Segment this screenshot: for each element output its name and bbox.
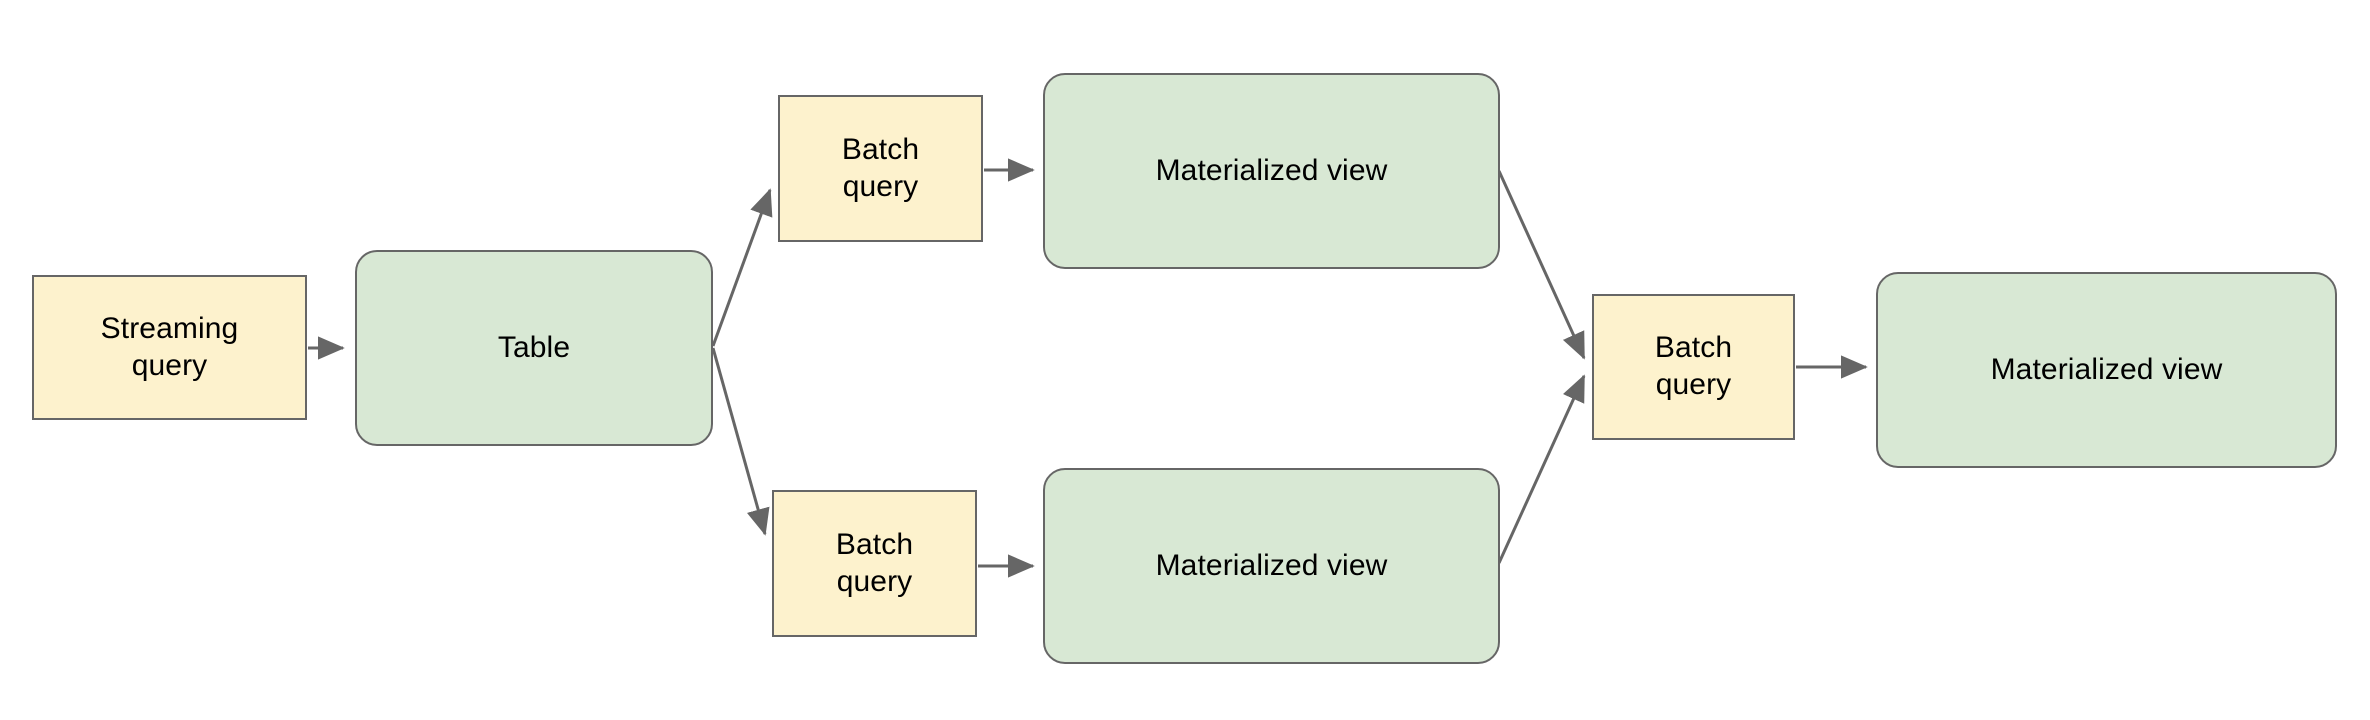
node-streaming-query[interactable]: Streaming query [32,275,307,420]
node-materialized-view-right[interactable]: Materialized view [1876,272,2337,468]
node-materialized-view-bottom[interactable]: Materialized view [1043,468,1500,664]
node-batch-query-top[interactable]: Batch query [778,95,983,242]
node-streaming-query-label: Streaming query [100,311,239,382]
node-materialized-view-bottom-label: Materialized view [1155,548,1388,582]
node-materialized-view-right-label: Materialized view [1990,352,2223,386]
node-batch-query-bottom[interactable]: Batch query [772,490,977,637]
edge-materialized-view-bottom-to-batch-query-right [1497,374,1586,564]
edge-table-to-batch-query-bottom [711,347,770,536]
node-batch-query-bottom-label: Batch query [835,527,914,598]
node-table[interactable]: Table [355,250,713,446]
node-batch-query-right[interactable]: Batch query [1592,294,1795,440]
node-batch-query-top-label: Batch query [841,132,920,203]
node-batch-query-right-label: Batch query [1654,331,1733,401]
node-materialized-view-top-label: Materialized view [1155,153,1388,187]
edge-materialized-view-top-to-batch-query-right [1497,170,1586,360]
node-table-label: Table [497,330,571,364]
node-materialized-view-top[interactable]: Materialized view [1043,73,1500,269]
edge-table-to-batch-query-top [711,188,773,347]
